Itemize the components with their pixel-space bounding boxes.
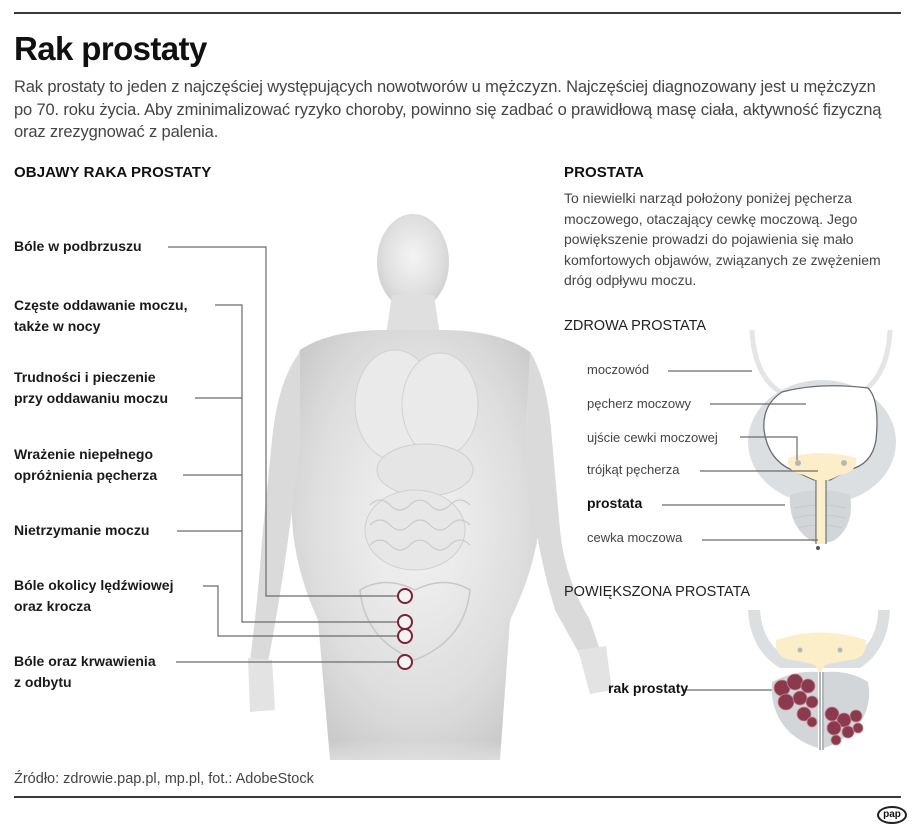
source-note: Źródło: zdrowie.pap.pl, mp.pl, fot.: Ado… xyxy=(14,771,314,787)
symptom-item: Bóle okolicy lędźwiowej oraz krocza xyxy=(14,575,173,617)
prostata-description: To niewielki narząd położony poniżej pęc… xyxy=(564,190,881,288)
symptom-markers xyxy=(397,588,413,670)
marker-circle-icon xyxy=(397,628,413,644)
symptom-text-line1: Bóle w podbrzuszu xyxy=(14,238,142,254)
symptom-text-line2: z odbytu xyxy=(14,674,72,690)
symptom-item: Bóle w podbrzuszu xyxy=(14,236,142,257)
healthy-prostate-heading: ZDROWA PROSTATA xyxy=(564,318,707,334)
body-silhouette xyxy=(248,214,612,800)
symptom-text-line1: Bóle oraz krwawienia xyxy=(14,653,156,669)
symptom-item: Nietrzymanie moczu xyxy=(14,520,149,541)
symptom-text-line1: Wrażenie niepełnego xyxy=(14,446,153,462)
symptom-text-line2: przy oddawaniu moczu xyxy=(14,390,169,406)
bottom-rule xyxy=(14,796,901,798)
symptom-text-line1: Nietrzymanie moczu xyxy=(14,522,150,538)
label-prostate-cancer: rak prostaty xyxy=(608,680,689,696)
symptom-text-line2: oraz krocza xyxy=(14,598,92,614)
symptom-item: Częste oddawanie moczu, także w nocy xyxy=(14,295,187,337)
prostata-heading: PROSTATA xyxy=(564,164,644,181)
label-urethral-orifice: ujście cewki moczowej xyxy=(587,430,718,445)
label-urethra: cewka moczowa xyxy=(587,530,683,545)
symptom-text-line1: Bóle okolicy lędźwiowej xyxy=(14,577,174,593)
label-ureter: moczowód xyxy=(587,362,650,377)
symptom-text-line2: opróżnienia pęcherza xyxy=(14,467,158,483)
healthy-prostate-diagram xyxy=(748,330,896,550)
label-trigone: trójkąt pęcherza xyxy=(587,462,680,477)
symptoms-heading: OBJAWY RAKA PROSTATY xyxy=(14,164,212,181)
symptom-item: Wrażenie niepełnego opróżnienia pęcherza xyxy=(14,444,157,486)
symptom-item: Bóle oraz krwawienia z odbytu xyxy=(14,651,156,693)
symptom-text-line1: Częste oddawanie moczu, xyxy=(14,297,188,313)
enlarged-prostate-diagram xyxy=(748,610,890,750)
marker-circle-icon xyxy=(397,614,413,630)
marker-circle-icon xyxy=(397,654,413,670)
marker-circle-icon xyxy=(397,588,413,604)
top-rule xyxy=(14,12,901,14)
symptom-item: Trudności i pieczenie przy oddawaniu moc… xyxy=(14,367,168,409)
label-prostate: prostata xyxy=(587,495,643,511)
symptom-text-line2: także w nocy xyxy=(14,318,101,334)
label-bladder: pęcherz moczowy xyxy=(587,396,692,411)
enlarged-prostate-heading: POWIĘKSZONA PROSTATA xyxy=(564,584,751,600)
symptom-text-line1: Trudności i pieczenie xyxy=(14,369,156,385)
pap-logo-icon: pap xyxy=(877,806,907,824)
intro-paragraph: Rak prostaty to jeden z najczęściej wyst… xyxy=(14,78,882,141)
symptom-connectors xyxy=(168,246,398,663)
page-title: Rak prostaty xyxy=(14,30,207,67)
